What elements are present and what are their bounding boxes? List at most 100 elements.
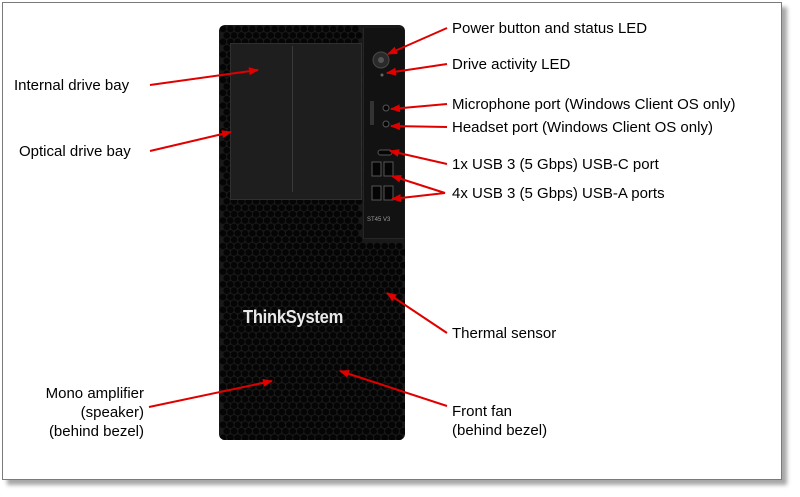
label-drive-activity-led: Drive activity LED bbox=[452, 56, 571, 73]
mesh-hole bbox=[245, 32, 252, 39]
mesh-hole bbox=[256, 230, 264, 237]
mesh-hole bbox=[348, 376, 355, 384]
mesh-hole bbox=[300, 230, 308, 237]
mesh-hole bbox=[344, 25, 352, 33]
mesh-hole bbox=[260, 32, 267, 39]
mesh-hole bbox=[241, 242, 249, 250]
mesh-hole bbox=[333, 236, 341, 243]
mesh-hole bbox=[238, 415, 245, 422]
mesh-hole bbox=[307, 255, 315, 263]
mesh-hole bbox=[399, 415, 405, 422]
mesh-hole bbox=[285, 281, 293, 288]
mesh-hole bbox=[219, 166, 227, 173]
mesh-hole bbox=[256, 370, 264, 377]
mesh-hole bbox=[388, 370, 396, 377]
mesh-hole bbox=[355, 32, 363, 39]
mesh-hole bbox=[355, 223, 363, 231]
optical-drive-bay-cover bbox=[234, 46, 293, 192]
mesh-hole bbox=[352, 344, 359, 352]
mesh-hole bbox=[285, 255, 293, 263]
mesh-hole bbox=[307, 268, 315, 275]
mesh-hole bbox=[260, 402, 267, 409]
mesh-hole bbox=[223, 159, 230, 167]
mesh-hole bbox=[223, 198, 230, 205]
mesh-hole bbox=[355, 249, 363, 256]
mesh-hole bbox=[311, 261, 319, 269]
mesh-hole bbox=[377, 364, 385, 371]
mesh-hole bbox=[370, 338, 377, 346]
mesh-hole bbox=[326, 389, 333, 397]
mesh-hole bbox=[315, 242, 322, 250]
mesh-hole bbox=[352, 421, 359, 429]
mesh-hole bbox=[223, 121, 230, 129]
mesh-hole bbox=[271, 230, 278, 237]
mesh-hole bbox=[238, 274, 245, 282]
mesh-hole bbox=[399, 261, 405, 269]
mesh-hole bbox=[366, 268, 374, 275]
mesh-hole bbox=[370, 389, 377, 397]
mesh-hole bbox=[267, 287, 275, 294]
mesh-hole bbox=[227, 217, 234, 224]
mesh-hole bbox=[263, 408, 271, 416]
mesh-hole bbox=[293, 293, 300, 301]
mesh-hole bbox=[329, 306, 337, 314]
mesh-hole bbox=[293, 357, 300, 365]
mesh-hole bbox=[293, 396, 300, 403]
mesh-hole bbox=[381, 344, 388, 352]
mesh-hole bbox=[241, 357, 249, 365]
mesh-hole bbox=[352, 268, 359, 275]
mesh-hole bbox=[256, 255, 264, 263]
mesh-hole bbox=[322, 396, 330, 403]
mesh-hole bbox=[274, 261, 282, 269]
mesh-hole bbox=[392, 274, 399, 282]
mesh-hole bbox=[311, 325, 319, 333]
mesh-hole bbox=[385, 287, 392, 294]
mesh-hole bbox=[271, 204, 278, 212]
mesh-hole bbox=[223, 313, 230, 320]
mesh-hole bbox=[377, 313, 385, 320]
mesh-hole bbox=[363, 274, 370, 282]
mesh-hole bbox=[344, 408, 352, 416]
mesh-hole bbox=[256, 396, 264, 403]
usb-a-port bbox=[383, 161, 394, 177]
mesh-hole bbox=[307, 344, 315, 352]
mesh-hole bbox=[355, 415, 363, 422]
mesh-hole bbox=[326, 427, 333, 435]
mesh-hole bbox=[329, 408, 337, 416]
mesh-hole bbox=[333, 376, 341, 384]
mesh-hole bbox=[363, 313, 370, 320]
mesh-hole bbox=[274, 210, 282, 218]
mesh-hole bbox=[223, 108, 230, 116]
mesh-hole bbox=[227, 396, 234, 403]
mesh-hole bbox=[296, 415, 304, 422]
mesh-hole bbox=[223, 172, 230, 180]
mesh-hole bbox=[344, 383, 352, 390]
mesh-hole bbox=[271, 281, 278, 288]
mesh-hole bbox=[355, 313, 363, 320]
mesh-hole bbox=[341, 389, 348, 397]
mesh-hole bbox=[381, 357, 388, 365]
mesh-hole bbox=[359, 293, 366, 301]
mesh-hole bbox=[337, 255, 344, 263]
mesh-hole bbox=[333, 287, 341, 294]
mesh-hole bbox=[238, 210, 245, 218]
mesh-hole bbox=[267, 249, 275, 256]
mesh-hole bbox=[249, 204, 256, 212]
mesh-hole bbox=[392, 402, 399, 409]
mesh-hole bbox=[274, 287, 282, 294]
mesh-hole bbox=[271, 319, 278, 326]
mesh-hole bbox=[315, 408, 322, 416]
mesh-hole bbox=[370, 287, 377, 294]
mesh-hole bbox=[344, 281, 352, 288]
mesh-hole bbox=[326, 210, 333, 218]
mesh-hole bbox=[289, 351, 297, 358]
mesh-hole bbox=[293, 25, 300, 33]
mesh-hole bbox=[260, 325, 267, 333]
mesh-hole bbox=[223, 223, 230, 231]
mesh-hole bbox=[366, 383, 374, 390]
mesh-hole bbox=[315, 357, 322, 365]
mesh-hole bbox=[245, 274, 252, 282]
mesh-hole bbox=[260, 210, 267, 218]
mesh-hole bbox=[256, 332, 264, 339]
mesh-hole bbox=[355, 351, 363, 358]
